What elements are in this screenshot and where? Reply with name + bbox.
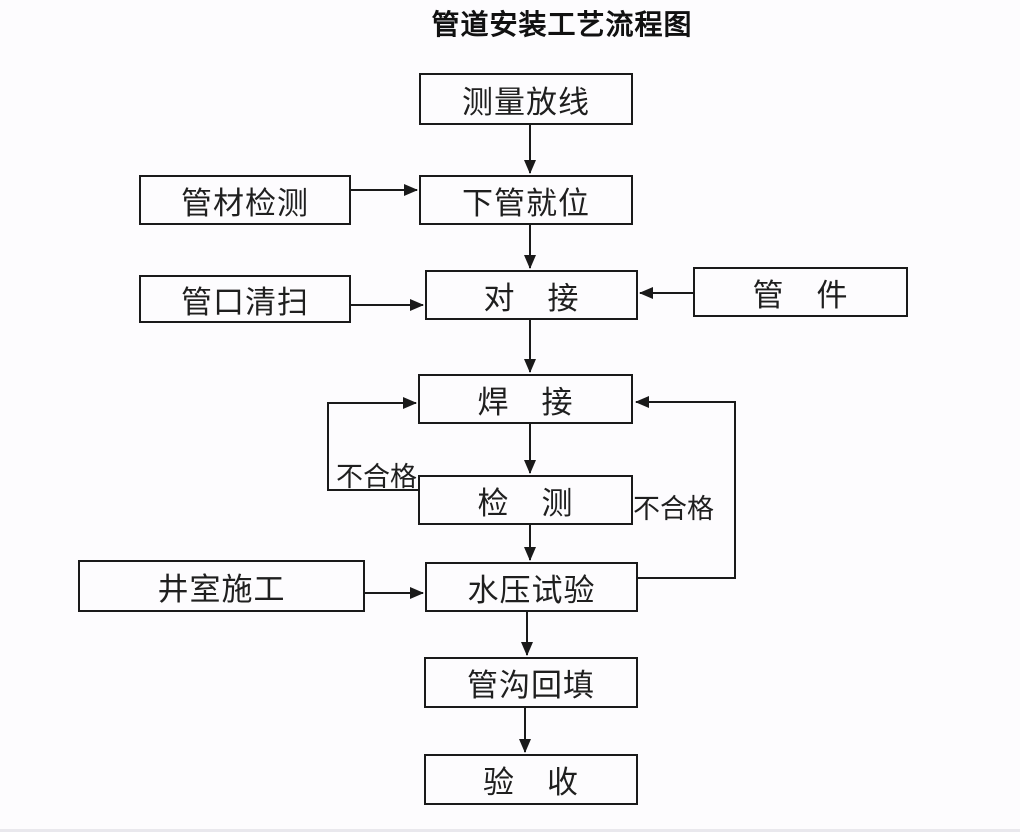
node-well: 井室施工 — [78, 560, 365, 612]
node-inspect: 检 测 — [418, 475, 633, 525]
edge-inspect-fail-to-weld — [327, 397, 418, 491]
node-clean: 管口清扫 — [139, 275, 351, 323]
page-bottom-edge — [0, 829, 1020, 832]
node-material: 管材检测 — [139, 175, 351, 225]
node-measure: 测量放线 — [419, 73, 633, 125]
fail-label-left: 不合格 — [336, 462, 417, 492]
node-backfill: 管沟回填 — [424, 657, 638, 708]
node-fitting: 管 件 — [693, 267, 908, 317]
node-lower: 下管就位 — [419, 175, 633, 225]
page-title: 管道安装工艺流程图 — [431, 9, 693, 40]
node-hydro: 水压试验 — [425, 562, 638, 612]
node-accept: 验 收 — [424, 754, 638, 805]
fail-label-right: 不合格 — [633, 494, 714, 524]
node-weld: 焊 接 — [418, 374, 633, 424]
edge-hydro-fail-to-weld — [635, 396, 736, 579]
node-butt: 对 接 — [425, 270, 638, 320]
